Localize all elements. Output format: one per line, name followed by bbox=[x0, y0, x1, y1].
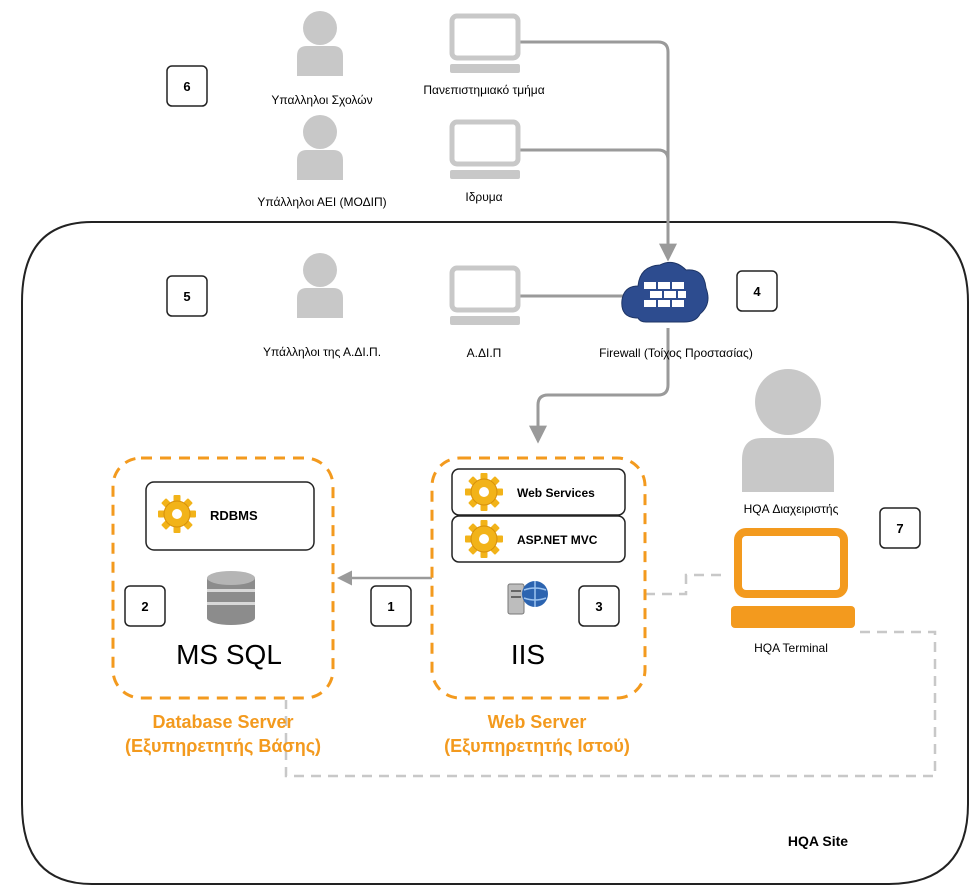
web-server-title: Web Server bbox=[488, 712, 587, 732]
web-server-container bbox=[430, 456, 647, 700]
badge-6: 6 bbox=[166, 65, 208, 107]
aspnet-mvc-label: ASP.NET MVC bbox=[517, 533, 598, 547]
foundation-label: Ιδρυμα bbox=[465, 190, 502, 204]
web-services-gear-icon bbox=[464, 472, 504, 512]
firewall-label: Firewall (Τοίχος Προστασίας) bbox=[599, 346, 753, 360]
badge-7: 7 bbox=[879, 507, 921, 549]
rdbms-gear-icon bbox=[157, 494, 197, 534]
svg-text:3: 3 bbox=[595, 599, 602, 614]
adip-label: Α.ΔΙ.Π bbox=[467, 346, 502, 360]
aspnet-mvc-gear-icon bbox=[464, 519, 504, 559]
rdbms-label: RDBMS bbox=[210, 508, 258, 523]
iis-server-icon bbox=[507, 581, 548, 615]
hqa-admin-person-icon bbox=[742, 369, 834, 492]
iis-label: IIS bbox=[511, 639, 545, 670]
school-staff-label: Υπαλληλοι Σχολών bbox=[271, 93, 372, 107]
svg-text:4: 4 bbox=[753, 284, 761, 299]
svg-text:2: 2 bbox=[141, 599, 148, 614]
university-department-monitor-icon bbox=[450, 16, 520, 73]
hqa-terminal-monitor-icon bbox=[731, 528, 855, 628]
ms-sql-label: MS SQL bbox=[176, 639, 282, 670]
badge-4: 4 bbox=[736, 270, 778, 312]
database-server-container bbox=[111, 456, 335, 700]
foundation-monitor-icon bbox=[450, 122, 520, 179]
firewall-icon bbox=[621, 261, 709, 323]
badge-5: 5 bbox=[166, 275, 208, 317]
svg-text:5: 5 bbox=[183, 289, 190, 304]
university-staff-person-icon bbox=[297, 115, 343, 180]
svg-text:7: 7 bbox=[896, 521, 903, 536]
adip-monitor-icon bbox=[450, 268, 520, 325]
svg-text:1: 1 bbox=[387, 599, 394, 614]
hqa-admin-label: HQA Διαχειριστής bbox=[744, 502, 839, 516]
terminal-dashed-link-upper bbox=[645, 573, 728, 596]
adip-staff-person-icon bbox=[297, 253, 343, 318]
university-department-label: Πανεπιστημιακό τμήμα bbox=[423, 83, 544, 97]
hqa-terminal-label: HQA Terminal bbox=[754, 641, 828, 655]
database-server-subtitle: (Εξυπηρετητής Βάσης) bbox=[125, 736, 321, 757]
site-boundary bbox=[21, 221, 969, 885]
arrow-firewall-to-webserver bbox=[529, 328, 670, 444]
terminal-dashed-link-lower bbox=[284, 630, 937, 778]
school-staff-person-icon bbox=[297, 11, 343, 76]
university-staff-label: Υπάλληλοι ΑΕΙ (ΜΟΔΙΠ) bbox=[257, 195, 386, 209]
arrow-foundation-to-firewall bbox=[520, 148, 677, 262]
database-icon bbox=[207, 571, 255, 625]
adip-staff-label: Υπάλληλοι της Α.ΔΙ.Π. bbox=[263, 345, 381, 359]
web-services-label: Web Services bbox=[517, 486, 595, 500]
svg-text:6: 6 bbox=[183, 79, 190, 94]
arrow-dept-to-firewall bbox=[520, 40, 670, 250]
badge-3: 3 bbox=[578, 585, 620, 627]
web-server-subtitle: (Εξυπηρετητής Ιστού) bbox=[444, 736, 630, 757]
badge-1: 1 bbox=[370, 585, 412, 627]
database-server-title: Database Server bbox=[152, 712, 293, 732]
badge-2: 2 bbox=[124, 585, 166, 627]
hqa-site-label: HQA Site bbox=[788, 833, 848, 849]
